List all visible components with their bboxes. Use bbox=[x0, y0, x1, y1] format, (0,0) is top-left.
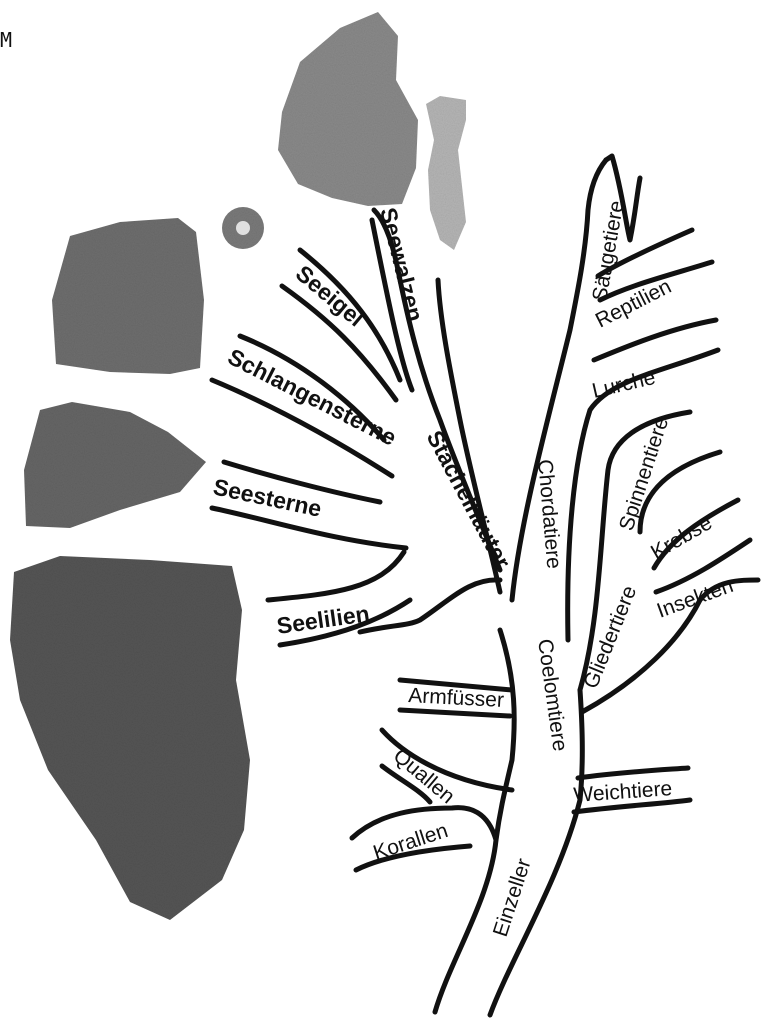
label-saeugetiere: Säugetiere bbox=[588, 199, 628, 303]
label-seesterne: Seesterne bbox=[211, 473, 324, 521]
branch-weichtiere-top bbox=[578, 768, 688, 778]
fossil-seelilie-slab bbox=[10, 556, 250, 920]
fossil-seewalze-body bbox=[426, 96, 466, 250]
label-korallen: Korallen bbox=[370, 819, 450, 865]
tree-labels: Säugetiere Reptilien Lurche Chordatiere … bbox=[211, 199, 736, 940]
label-insekten: Insekten bbox=[654, 574, 736, 623]
fossil-schlangenstern-slab bbox=[52, 218, 204, 374]
label-krebse: Krebse bbox=[647, 511, 716, 564]
label-armfuesser: Armfüsser bbox=[408, 684, 505, 712]
tree-branches bbox=[212, 156, 758, 1015]
fossil-seewalze-rock bbox=[278, 12, 418, 206]
label-seelilien: Seelilien bbox=[275, 600, 371, 639]
label-gliedertiere: Gliedertiere bbox=[579, 583, 641, 692]
label-stachelhaeuter: Stachelhäuter bbox=[422, 426, 516, 573]
fossil-seeigel-center bbox=[236, 221, 250, 235]
label-coelomtiere: Coelomtiere bbox=[533, 637, 572, 752]
branch-seelilien-top bbox=[268, 552, 404, 600]
branch-armfuesser-top bbox=[360, 580, 500, 632]
label-lurche: Lurche bbox=[590, 366, 658, 403]
label-chordatiere: Chordatiere bbox=[533, 458, 565, 569]
fossil-seestern-slab bbox=[24, 402, 206, 528]
